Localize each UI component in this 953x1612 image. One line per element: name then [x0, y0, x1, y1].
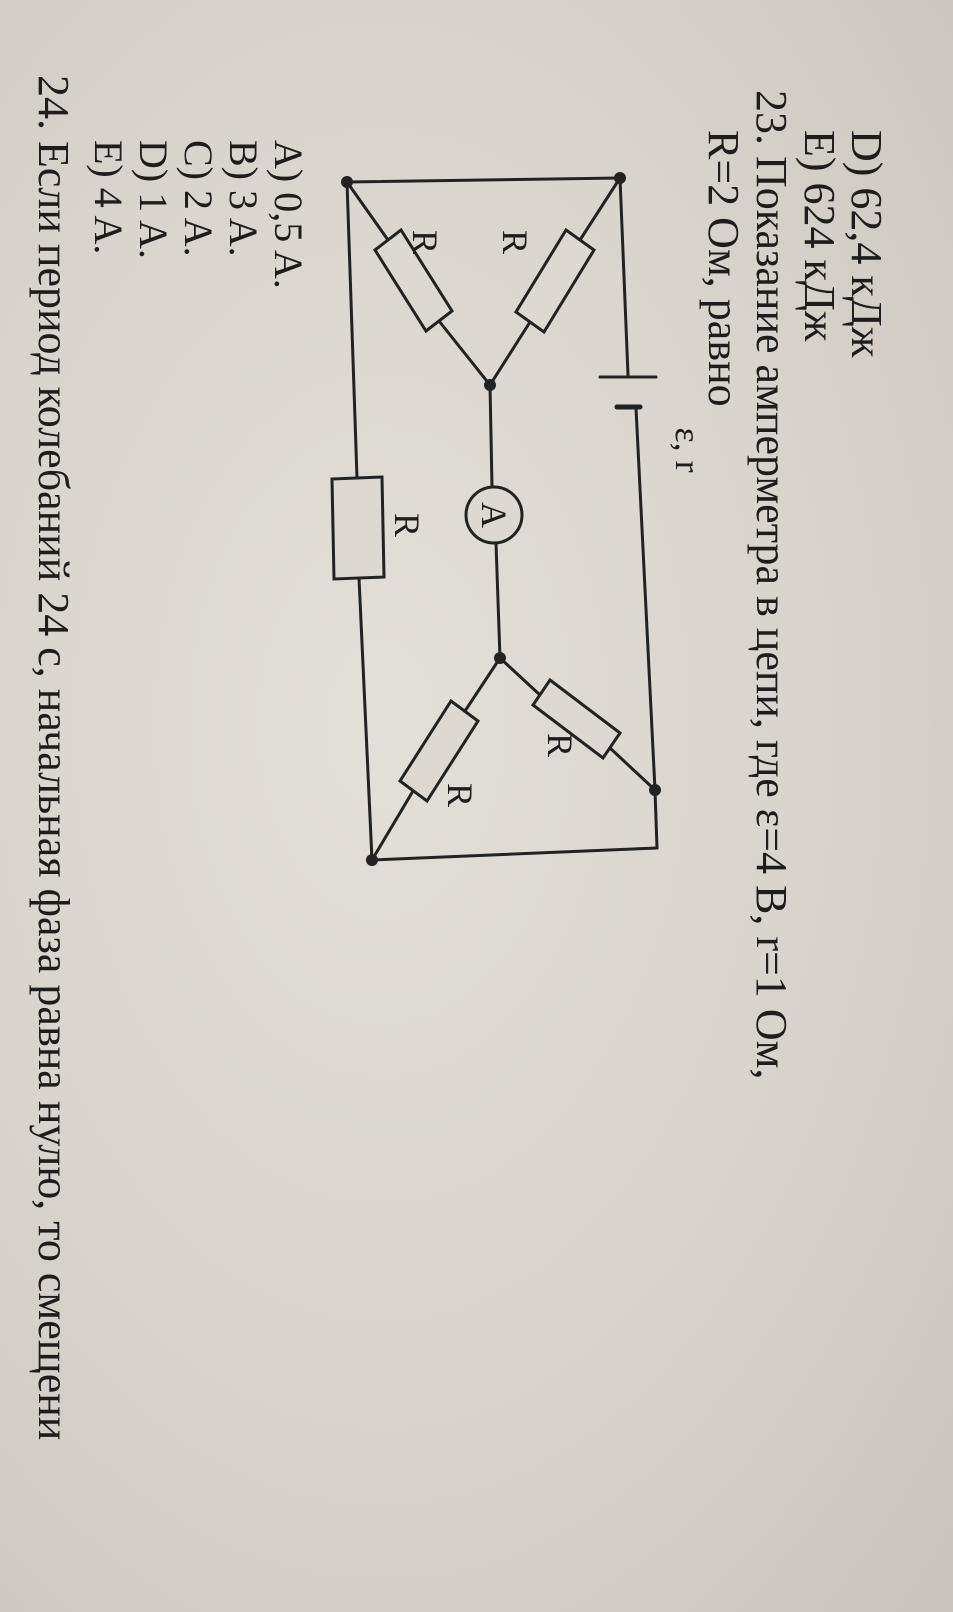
wire-star1-left-b — [437, 319, 492, 387]
resistor-star2-left — [397, 698, 481, 804]
ammeter-label: A — [474, 502, 514, 528]
wire-right-lower — [634, 406, 657, 792]
wire-center-lower — [494, 541, 502, 660]
wire-left-upper — [345, 180, 359, 480]
wire-star2-right-b — [608, 746, 657, 792]
wire-star2-left-b — [370, 789, 415, 862]
wire-right-bottom — [653, 788, 659, 850]
resistor-label-star2-right: R — [540, 733, 580, 757]
resistor-label-star1-left: R — [405, 230, 445, 254]
ammeter — [464, 485, 524, 545]
resistor-label-star1-right: R — [495, 230, 535, 254]
wire-left-lower — [357, 576, 374, 862]
resistor-label-star2-left: R — [440, 783, 480, 807]
wire-right-upper — [618, 176, 630, 377]
wire-star1-right-a — [578, 176, 622, 242]
wire-top — [345, 176, 622, 184]
wire-bottom — [370, 846, 659, 862]
node-bottom-right — [649, 784, 661, 796]
wire-star1-right-b — [488, 320, 532, 387]
node-top-right — [614, 172, 626, 184]
node-bottom-left — [366, 854, 378, 866]
node-star1-center — [484, 379, 496, 391]
resistor-outer-left — [330, 475, 386, 581]
resistor-label-outer-left: R — [387, 513, 427, 537]
source-label: ε, r — [668, 427, 708, 472]
wire-star2-right-a — [498, 656, 542, 697]
resistor-star1-right — [513, 227, 597, 335]
resistor-star1-left — [373, 227, 454, 334]
wire-center-upper — [488, 383, 494, 489]
wire-star1-left-a — [345, 180, 390, 242]
node-star2-center — [494, 652, 506, 664]
wire-star2-left-a — [463, 656, 502, 713]
node-top-left — [341, 176, 353, 188]
resistor-star2-right — [530, 677, 623, 761]
